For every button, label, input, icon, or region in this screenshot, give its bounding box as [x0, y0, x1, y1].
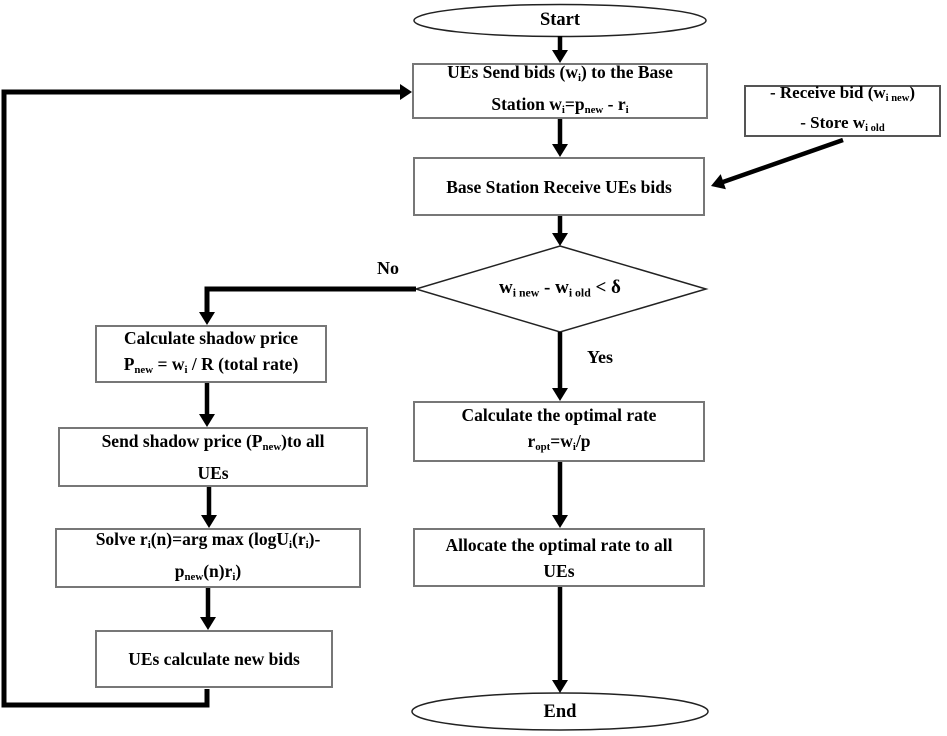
yes-branch-arrow — [552, 332, 568, 401]
process-ues-calc-new-bids: UEs calculate new bids — [95, 630, 333, 688]
arrow-allocate-to-end — [552, 587, 568, 693]
arrow-bs-receive-to-decision — [552, 216, 568, 246]
decision-bid-convergence: wi new - wi old < δ — [499, 277, 621, 300]
arrow-calc-shadow-to-send-shadow — [199, 383, 215, 427]
process-bs-receive-bids: Base Station Receive UEs bids — [413, 157, 705, 216]
arrow-send-bids-to-bs-receive — [552, 119, 568, 157]
arrow-send-shadow-to-solve — [201, 487, 217, 528]
process-solve-argmax: Solve ri(n)=arg max (logUi(ri)-pnew(n)ri… — [55, 528, 361, 588]
yes-branch-label: Yes — [587, 346, 613, 367]
process-receive-store-bid: - Receive bid (wi new)- Store wi old — [744, 83, 941, 137]
arrow-calc-opt-to-allocate — [552, 462, 568, 528]
end-node-label: End — [543, 702, 577, 722]
arrow-start-to-send-bids — [552, 36, 568, 63]
start-node-label: Start — [539, 10, 581, 30]
arrow-receive-store-to-bs-receive — [711, 137, 844, 190]
no-branch-arrow — [199, 286, 416, 325]
loop-back-arrow — [1, 84, 412, 708]
no-branch-label: No — [377, 257, 399, 278]
arrow-solve-to-ues-calc — [200, 588, 216, 630]
